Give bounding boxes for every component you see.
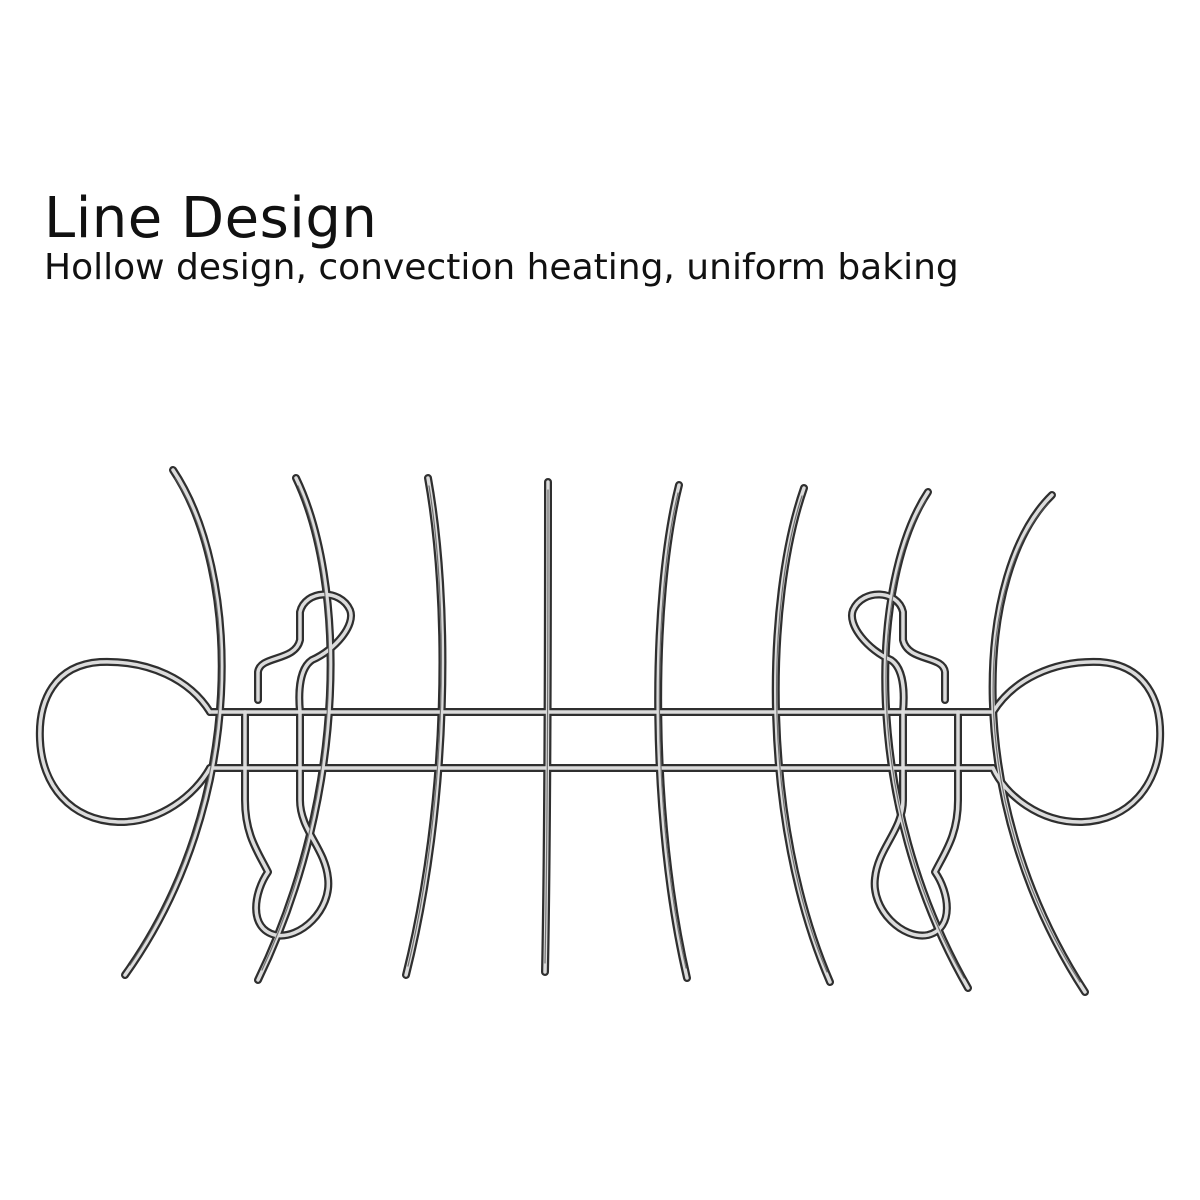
- spike-8: [988, 491, 1089, 996]
- page-title: Line Design: [44, 185, 378, 251]
- spike-shading: [129, 477, 1081, 983]
- page-subtitle: Hollow design, convection heating, unifo…: [44, 247, 959, 288]
